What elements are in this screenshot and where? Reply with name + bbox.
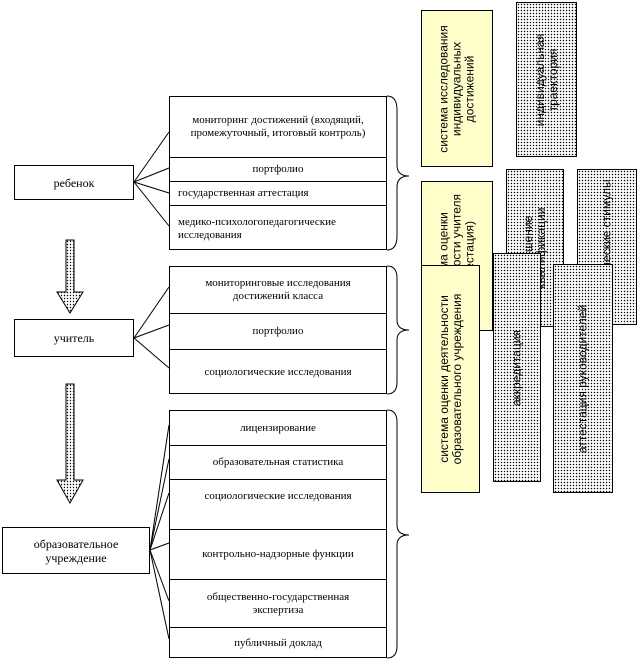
teacher-brace xyxy=(386,265,410,395)
accreditation-box: аккредитация xyxy=(493,253,541,482)
institution-method-licensing: лицензирование xyxy=(240,421,316,434)
institution-activity-label: система оценки деятельности образователь… xyxy=(436,293,464,465)
institution-activity-system: система оценки деятельности образователь… xyxy=(421,265,480,493)
teacher-method-sociological: социологические исследования xyxy=(170,349,386,395)
child-method-state-attestation: государственная аттестация xyxy=(170,181,386,205)
child-method-medical-research: медико-психологопедагогические исследова… xyxy=(170,205,386,251)
head-attestation-label: аттестация руководителей xyxy=(575,304,590,453)
child-brace xyxy=(386,95,410,251)
individual-research-system: система исследования индивидуальных дост… xyxy=(421,10,493,167)
institution-method-public-report: публичный доклад xyxy=(170,627,386,659)
institution-method-expertise: общественно-государственная экспертиза xyxy=(170,579,386,627)
institution-connectors xyxy=(149,424,170,640)
institution-box: образовательное учреждение xyxy=(2,527,150,574)
institution-label: образовательное учреждение xyxy=(33,536,119,565)
institution-method-sociological: социологические исследования xyxy=(170,479,386,529)
down-arrow-2 xyxy=(56,383,84,505)
child-method-portfolio: портфолио xyxy=(170,157,386,181)
institution-methods-stack: лицензирование образовательная статистик… xyxy=(169,410,387,658)
institution-method-control: контрольно-надзорные функции xyxy=(170,529,386,579)
institution-method-statistics: образовательная статистика xyxy=(170,445,386,479)
teacher-connectors xyxy=(133,286,170,369)
child-label: ребенок xyxy=(53,175,95,190)
down-arrow-1 xyxy=(56,239,84,314)
individual-trajectory-label: индивидуальная траектория xyxy=(532,33,560,126)
institution-brace xyxy=(386,409,410,659)
child-connectors xyxy=(133,131,170,227)
teacher-methods-stack: мониторинговые исследования достижений к… xyxy=(169,266,387,394)
teacher-method-monitoring: мониторинговые исследования достижений к… xyxy=(205,277,351,302)
individual-trajectory: индивидуальная траектория xyxy=(516,2,577,157)
child-box: ребенок xyxy=(14,165,134,200)
individual-research-label: система исследования индивидуальных дост… xyxy=(436,24,477,153)
accreditation-label: аккредитация xyxy=(509,329,524,406)
head-attestation-box: аттестация руководителей xyxy=(553,264,613,493)
teacher-method-portfolio: портфолио xyxy=(170,313,386,349)
child-methods-stack: мониторинг достижений (входящий, промежу… xyxy=(169,96,387,250)
teacher-box: учитель xyxy=(14,319,134,357)
teacher-label: учитель xyxy=(53,331,95,345)
child-method-monitoring: мониторинг достижений (входящий, промежу… xyxy=(190,114,366,139)
